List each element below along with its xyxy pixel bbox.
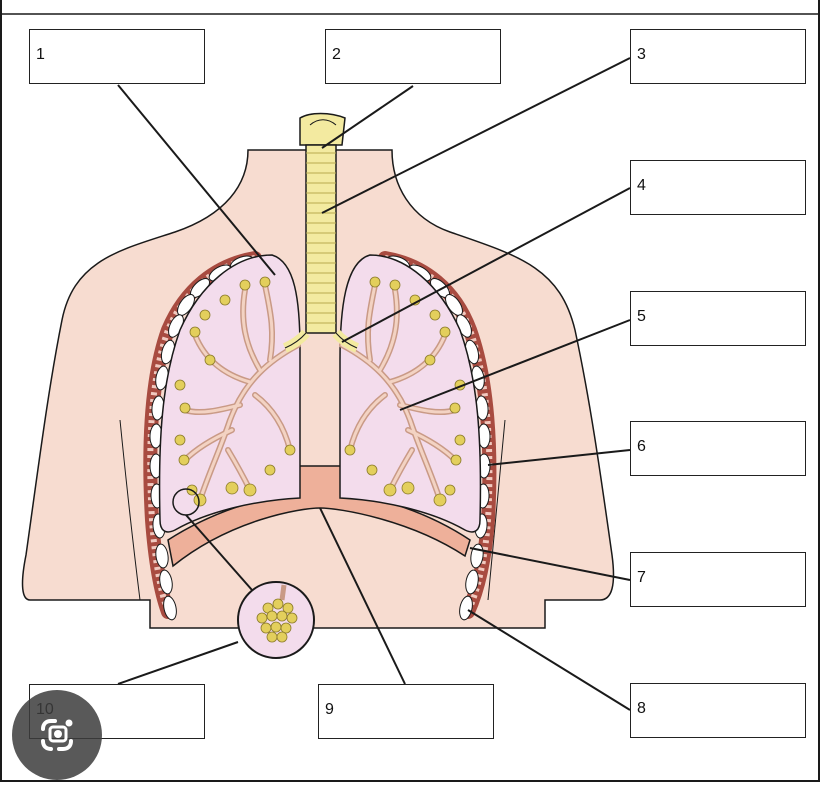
- google-lens-icon: [41, 719, 73, 751]
- label-box-8[interactable]: 8: [630, 683, 806, 738]
- label-number: 8: [637, 700, 646, 717]
- bronchi-right-inner: [340, 283, 457, 502]
- label-number: 1: [36, 46, 45, 63]
- label-number: 5: [637, 308, 646, 325]
- alveoli-magnified: [237, 581, 315, 659]
- label-number: 7: [637, 569, 646, 586]
- label-box-5[interactable]: 5: [630, 291, 806, 346]
- label-box-6[interactable]: 6: [630, 421, 806, 476]
- trachea: [282, 112, 360, 353]
- label-number: 6: [637, 438, 646, 455]
- label-box-7[interactable]: 7: [630, 552, 806, 607]
- alveoli-left: [174, 276, 296, 507]
- alveoli-right: [344, 276, 466, 507]
- label-number: 4: [637, 177, 646, 194]
- label-box-4[interactable]: 4: [630, 160, 806, 215]
- label-box-3[interactable]: 3: [630, 29, 806, 84]
- label-box-2[interactable]: 2: [325, 29, 501, 84]
- label-number: 2: [332, 46, 341, 63]
- label-number: 3: [637, 46, 646, 63]
- label-box-9[interactable]: 9: [318, 684, 494, 739]
- label-box-1[interactable]: 1: [29, 29, 205, 84]
- google-lens-button[interactable]: [12, 690, 102, 780]
- label-number: 9: [325, 701, 334, 718]
